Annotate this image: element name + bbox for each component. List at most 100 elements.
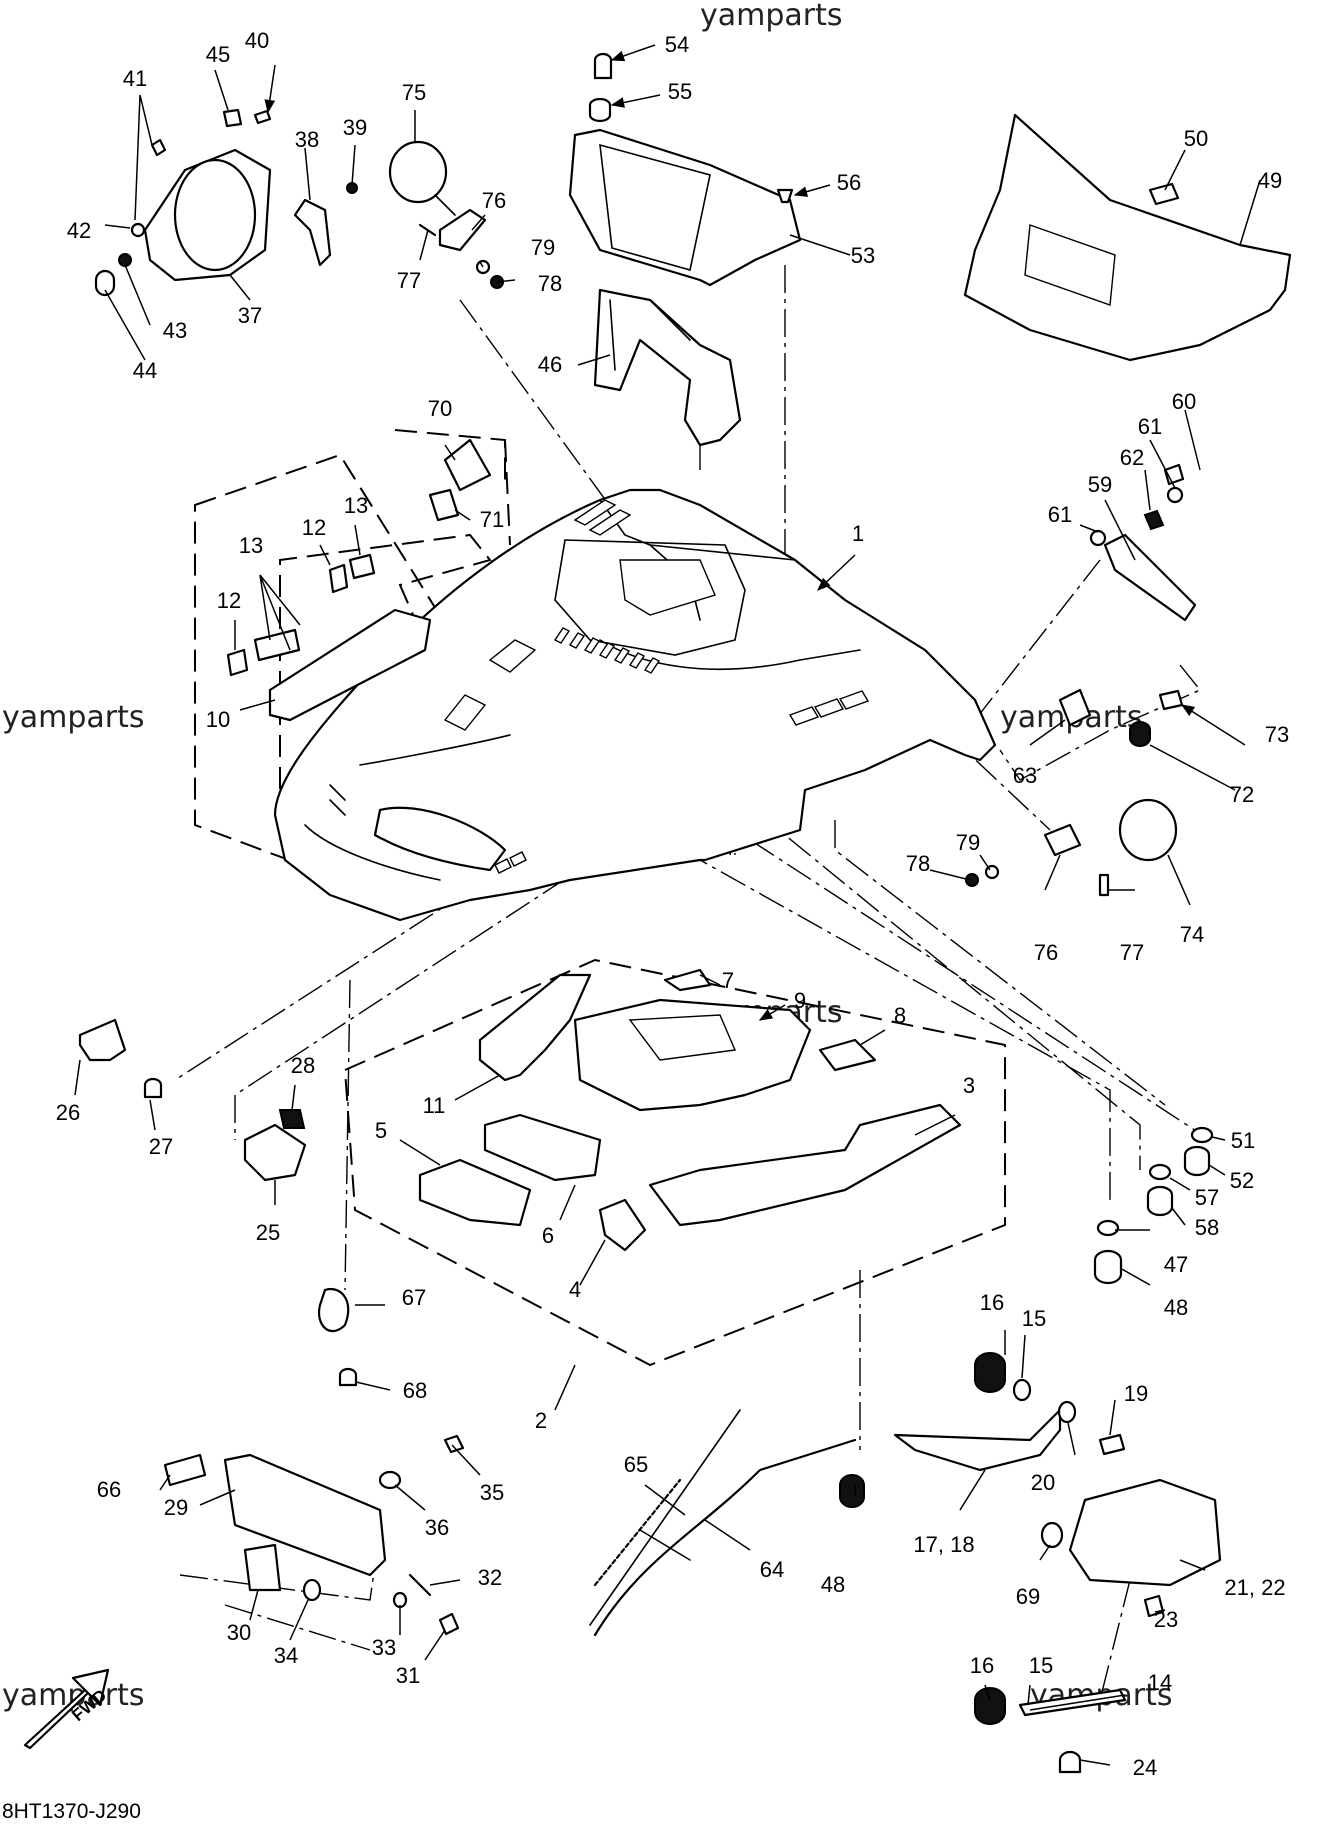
callout-labels: 1 2 3 4 5 6 7 8 9 10 11 12 12 13 13 14 1… <box>56 28 1289 1780</box>
part-4 <box>598 1198 647 1252</box>
callout-26: 26 <box>56 1100 80 1125</box>
part-59 <box>1103 533 1197 622</box>
part-56 <box>776 188 794 204</box>
part-11 <box>478 973 592 1082</box>
callout-1: 1 <box>852 521 864 546</box>
callout-48a: 48 <box>1164 1295 1188 1320</box>
callout-76a: 76 <box>482 188 506 213</box>
part-35 <box>443 1434 465 1454</box>
callout-20: 20 <box>1031 1470 1055 1495</box>
callout-68: 68 <box>403 1378 427 1403</box>
right-lamp-assembly <box>965 463 1197 897</box>
callout-13a: 13 <box>239 533 263 558</box>
part-28 <box>278 1109 306 1129</box>
callout-61b: 61 <box>1138 414 1162 439</box>
callout-65: 65 <box>624 1452 648 1477</box>
part-36 <box>378 1470 402 1490</box>
hood-vents <box>494 499 870 874</box>
part-68 <box>338 1367 358 1387</box>
part-66 <box>163 1453 207 1487</box>
part-12b <box>328 563 349 594</box>
callout-17-18: 17, 18 <box>913 1532 974 1557</box>
part-72 <box>1129 721 1151 747</box>
drawing-code: 8HT1370-J290 <box>2 1800 141 1823</box>
callout-23: 23 <box>1154 1607 1178 1632</box>
callout-12b: 12 <box>302 515 326 540</box>
part-47 <box>1096 1219 1120 1237</box>
callout-67: 67 <box>402 1285 426 1310</box>
watermark-top: yamparts <box>700 0 843 33</box>
part-16a <box>974 1352 1006 1393</box>
callout-10: 10 <box>206 707 230 732</box>
part-57 <box>1148 1163 1172 1181</box>
part-43 <box>118 253 132 267</box>
part-44 <box>94 269 116 297</box>
part-76b <box>1043 823 1082 857</box>
callout-49: 49 <box>1258 168 1282 193</box>
part-21 <box>1068 1478 1222 1587</box>
part-26 <box>78 1018 127 1062</box>
part-10 <box>268 608 432 722</box>
lower-trim <box>163 1434 465 1636</box>
callout-30: 30 <box>227 1620 251 1645</box>
headlight-housing <box>94 108 358 297</box>
part-7 <box>663 968 712 992</box>
boundary-floor-assembly <box>343 958 1006 1367</box>
part-41 <box>150 138 167 157</box>
part-76-upper <box>438 208 487 252</box>
part-16b <box>974 1687 1006 1725</box>
callout-74: 74 <box>1180 922 1204 947</box>
part-51 <box>1190 1126 1214 1144</box>
dash-cover <box>568 52 802 287</box>
console-bracket <box>593 288 742 447</box>
callout-33: 33 <box>372 1635 396 1660</box>
callout-31: 31 <box>396 1663 420 1688</box>
callout-79a: 79 <box>531 235 555 260</box>
callout-25: 25 <box>256 1220 280 1245</box>
part-42 <box>130 222 146 238</box>
callout-69: 69 <box>1016 1584 1040 1609</box>
callout-15b: 15 <box>1029 1653 1053 1678</box>
callout-50: 50 <box>1184 126 1208 151</box>
callout-43: 43 <box>163 318 187 343</box>
part-27 <box>143 1077 163 1099</box>
part-49 <box>963 113 1292 362</box>
callout-37: 37 <box>238 303 262 328</box>
callout-59: 59 <box>1088 472 1112 497</box>
callout-60: 60 <box>1172 389 1196 414</box>
callout-79b: 79 <box>956 830 980 855</box>
part-15a <box>1012 1378 1032 1402</box>
callout-48b: 48 <box>821 1572 845 1597</box>
callout-77a: 77 <box>397 268 421 293</box>
leader-lines <box>74 44 1261 1766</box>
callout-63: 63 <box>1013 763 1037 788</box>
callout-40: 40 <box>245 28 269 53</box>
part-67 <box>317 1287 350 1333</box>
callout-66: 66 <box>97 1477 121 1502</box>
part-63 <box>1058 688 1092 727</box>
callout-62: 62 <box>1120 445 1144 470</box>
part-40 <box>253 109 272 125</box>
part-34 <box>302 1578 322 1602</box>
part-71 <box>428 488 460 522</box>
part-58 <box>1146 1185 1174 1217</box>
callout-34: 34 <box>274 1643 298 1668</box>
part-30 <box>243 1543 282 1592</box>
part-48b <box>839 1474 865 1508</box>
callout-78a: 78 <box>538 271 562 296</box>
part-53 <box>568 128 802 287</box>
callout-16a: 16 <box>980 1290 1004 1315</box>
part-24 <box>1058 1750 1082 1774</box>
part-19 <box>1098 1433 1126 1456</box>
callout-52: 52 <box>1230 1168 1254 1193</box>
callout-13b: 13 <box>344 493 368 518</box>
part-20 <box>1057 1400 1077 1424</box>
callout-9: 9 <box>794 988 806 1013</box>
fwd-arrow: FWD <box>23 1668 110 1750</box>
part-13b <box>348 553 376 580</box>
callout-73: 73 <box>1265 722 1289 747</box>
callout-38: 38 <box>295 127 319 152</box>
headlight-lamp <box>388 140 504 289</box>
callout-53: 53 <box>851 243 875 268</box>
